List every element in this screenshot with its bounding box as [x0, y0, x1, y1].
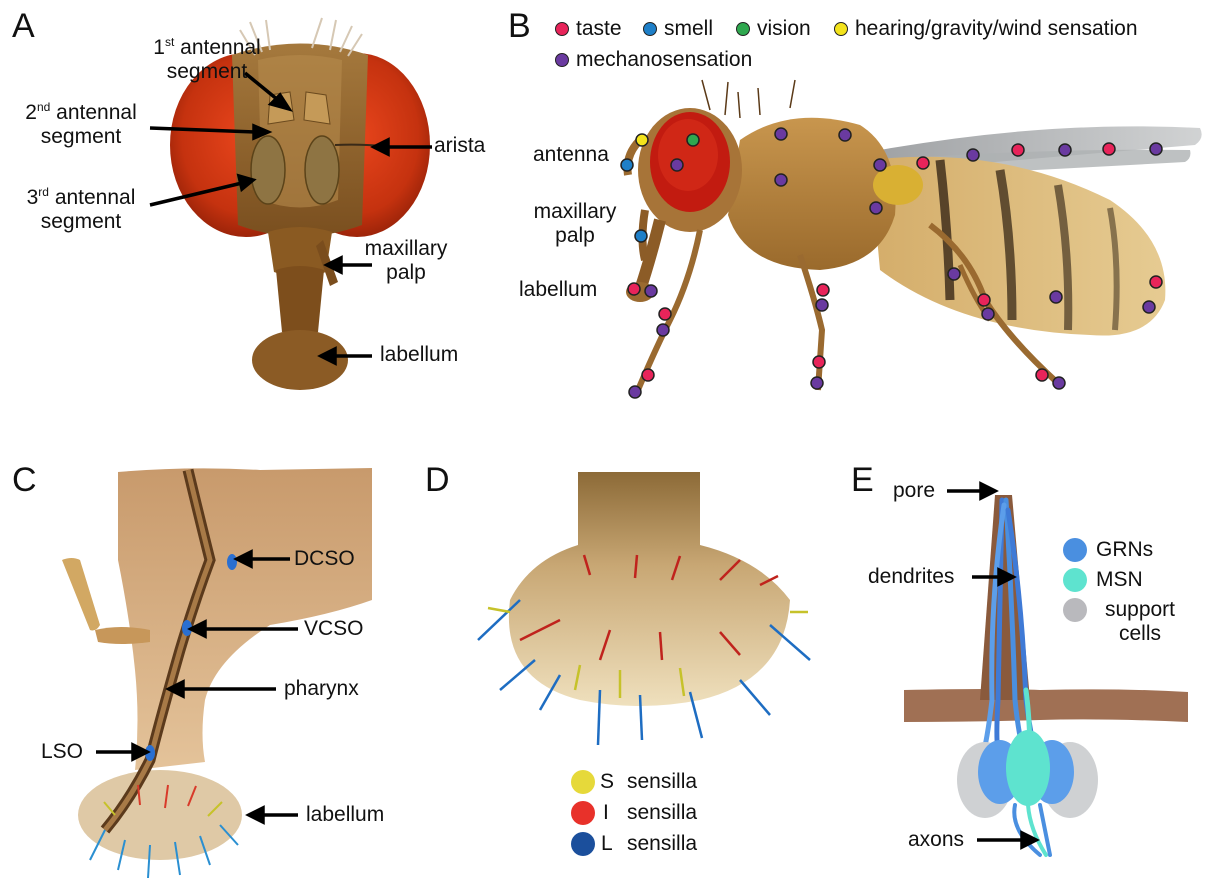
label-pore: pore: [893, 479, 935, 503]
legend-label-support-cells: support cells: [1090, 598, 1190, 646]
panel-d-labellum-illustration: [478, 472, 810, 745]
legend-dot-hearing: [834, 22, 848, 36]
label-vcso: VCSO: [304, 617, 364, 641]
legend-dot-l-sensilla: [571, 832, 595, 856]
label-dcso: DCSO: [294, 547, 355, 571]
legend-dot-mechanosensation: [555, 53, 569, 67]
label-second-antennal-segment: 2nd antennal segment: [16, 101, 146, 149]
legend-dot-support-cells: [1063, 598, 1087, 622]
label-lso: LSO: [41, 740, 83, 764]
panel-letter-b: B: [508, 8, 531, 44]
panel-letter-e: E: [851, 462, 874, 498]
legend-dot-grns: [1063, 538, 1087, 562]
legend-dot-i-sensilla: [571, 801, 595, 825]
legend-label-grns: GRNs: [1096, 538, 1153, 562]
legend-label-msn: MSN: [1096, 568, 1143, 592]
label-maxillary-palp-a: maxillary palp: [356, 237, 456, 285]
label-axons: axons: [908, 828, 964, 852]
label-arista: arista: [434, 134, 485, 158]
legend-word-l: sensilla: [627, 832, 697, 856]
legend-label-hearing: hearing/gravity/wind sensation: [855, 17, 1138, 41]
legend-dot-msn: [1063, 568, 1087, 592]
legend-dot-s-sensilla: [571, 770, 595, 794]
panel-b-fly-illustration: [626, 80, 1202, 390]
legend-label-taste: taste: [576, 17, 622, 41]
legend-label-smell: smell: [664, 17, 713, 41]
label-third-antennal-segment: 3rd antennal segment: [16, 186, 146, 234]
label-antenna-b: antenna: [533, 143, 609, 167]
legend-letter-l: L: [601, 832, 613, 856]
legend-dot-taste: [555, 22, 569, 36]
label-labellum-c: labellum: [306, 803, 384, 827]
label-maxillary-palp-b: maxillary palp: [520, 200, 630, 248]
legend-letter-i: I: [603, 801, 609, 825]
legend-dot-vision: [736, 22, 750, 36]
legend-word-i: sensilla: [627, 801, 697, 825]
label-dendrites: dendrites: [868, 565, 954, 589]
label-pharynx: pharynx: [284, 677, 359, 701]
label-labellum-a: labellum: [380, 343, 458, 367]
legend-dot-smell: [643, 22, 657, 36]
panel-letter-c: C: [12, 462, 37, 498]
legend-label-vision: vision: [757, 17, 811, 41]
legend-word-s: sensilla: [627, 770, 697, 794]
legend-label-mechanosensation: mechanosensation: [576, 48, 752, 72]
label-first-antennal-segment: 1st antennal segment: [142, 36, 272, 84]
panel-letter-a: A: [12, 8, 35, 44]
panel-letter-d: D: [425, 462, 450, 498]
label-labellum-b: labellum: [519, 278, 597, 302]
legend-letter-s: S: [600, 770, 614, 794]
